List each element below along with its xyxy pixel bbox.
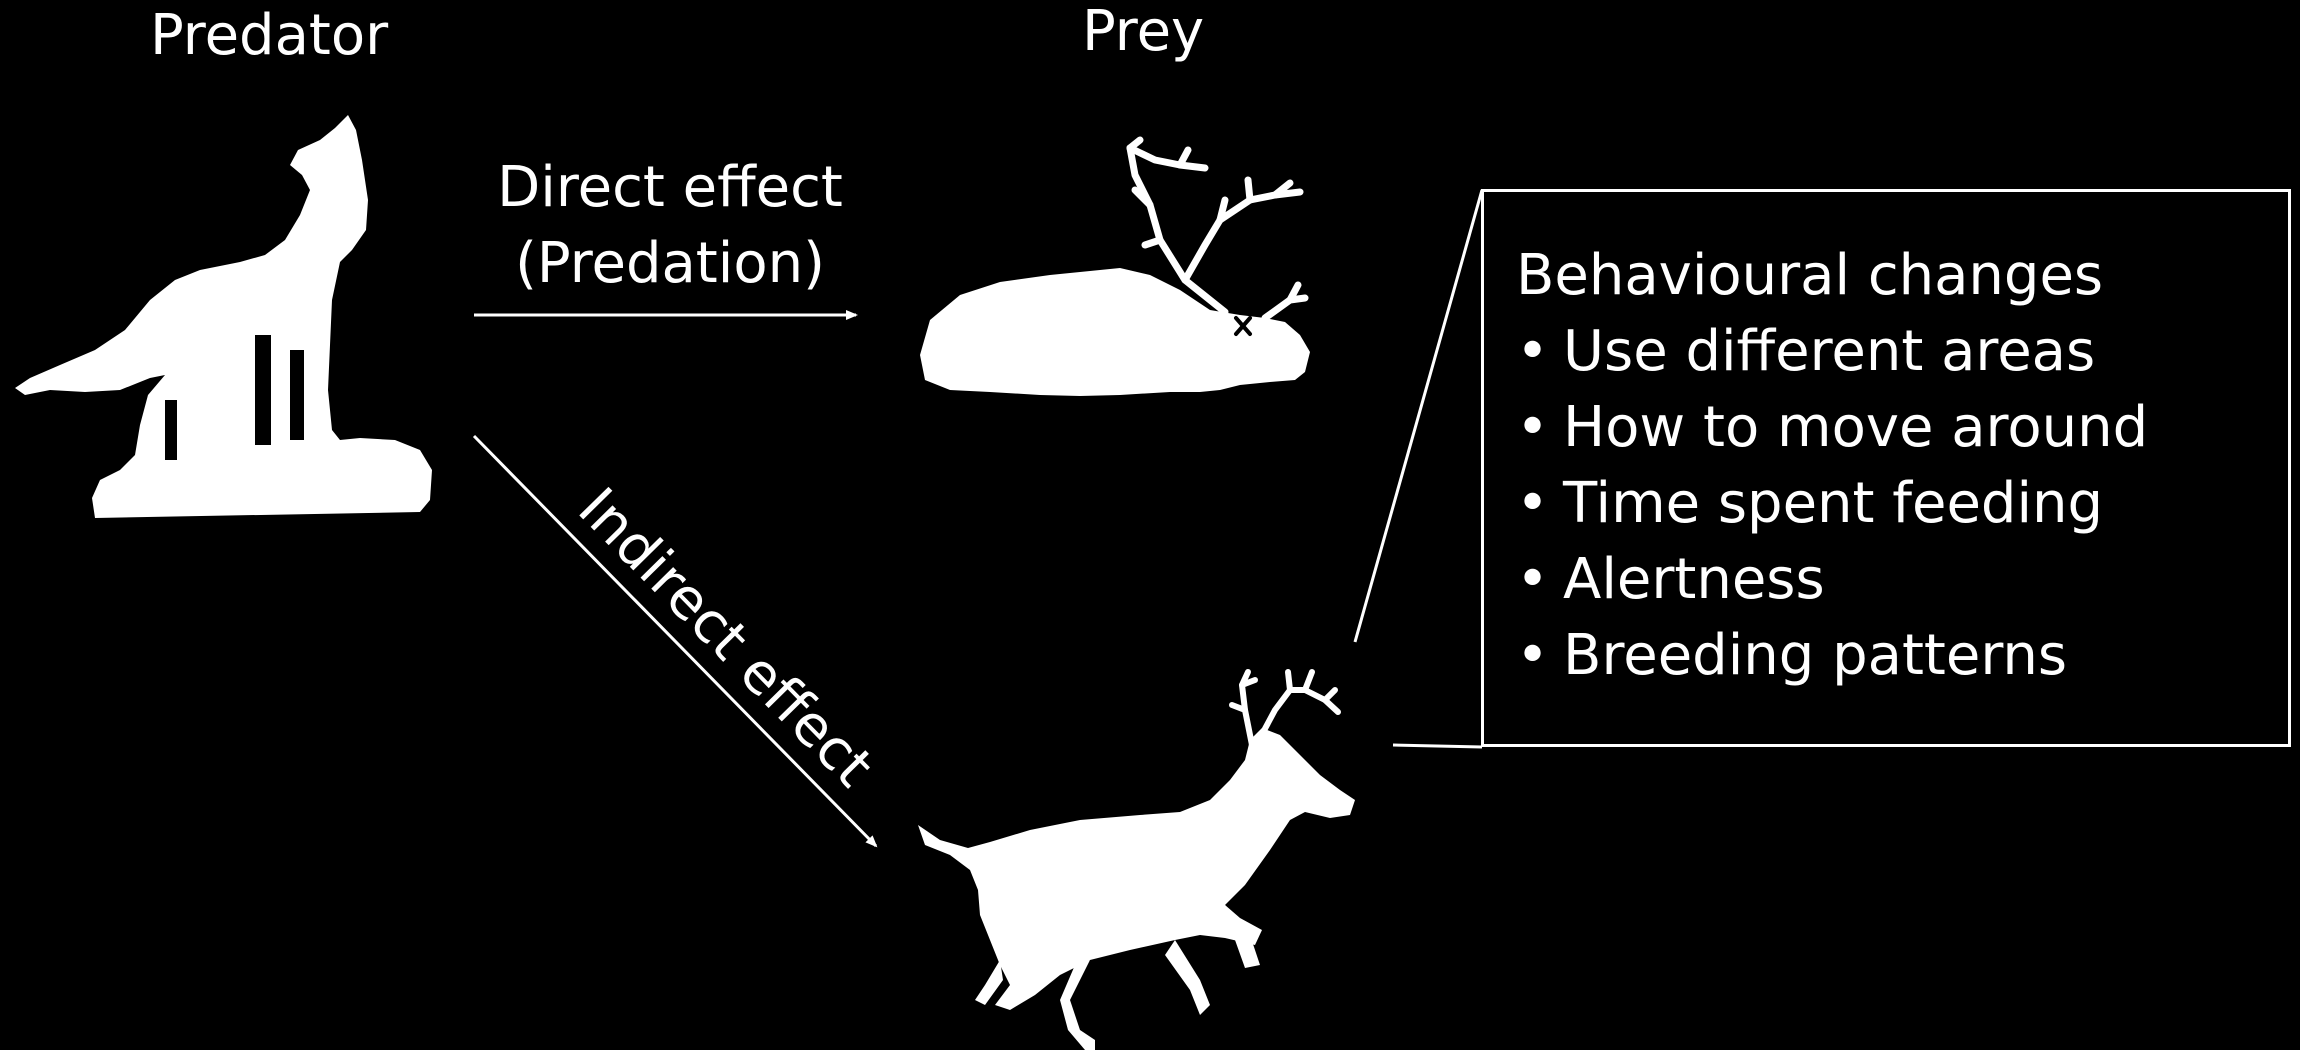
callout-line-upper <box>1353 189 1484 643</box>
direct-effect-line1: Direct effect <box>497 155 843 220</box>
list-item: Use different areas <box>1516 314 2268 390</box>
behavioural-changes-title: Behavioural changes <box>1516 243 2104 308</box>
deer-icon <box>918 669 1355 1050</box>
list-item: Time spent feeding <box>1516 466 2268 542</box>
callout-line-lower <box>1392 743 1483 749</box>
predator-title: Predator <box>150 3 389 68</box>
prey-title: Prey <box>1082 0 1205 64</box>
direct-effect-line2: (Predation) <box>515 231 825 296</box>
indirect-effect-arrow <box>472 434 878 848</box>
list-item: Alertness <box>1516 542 2268 618</box>
list-item: Breeding patterns <box>1516 618 2268 694</box>
wolf-icon <box>15 115 432 518</box>
list-item: How to move around <box>1516 390 2268 466</box>
caribou-icon <box>920 136 1310 396</box>
x-mark-icon <box>1234 316 1252 336</box>
direct-effect-label: Direct effect (Predation) <box>480 150 860 302</box>
behavioural-changes-box: Behavioural changes Use different areas … <box>1481 189 2291 747</box>
